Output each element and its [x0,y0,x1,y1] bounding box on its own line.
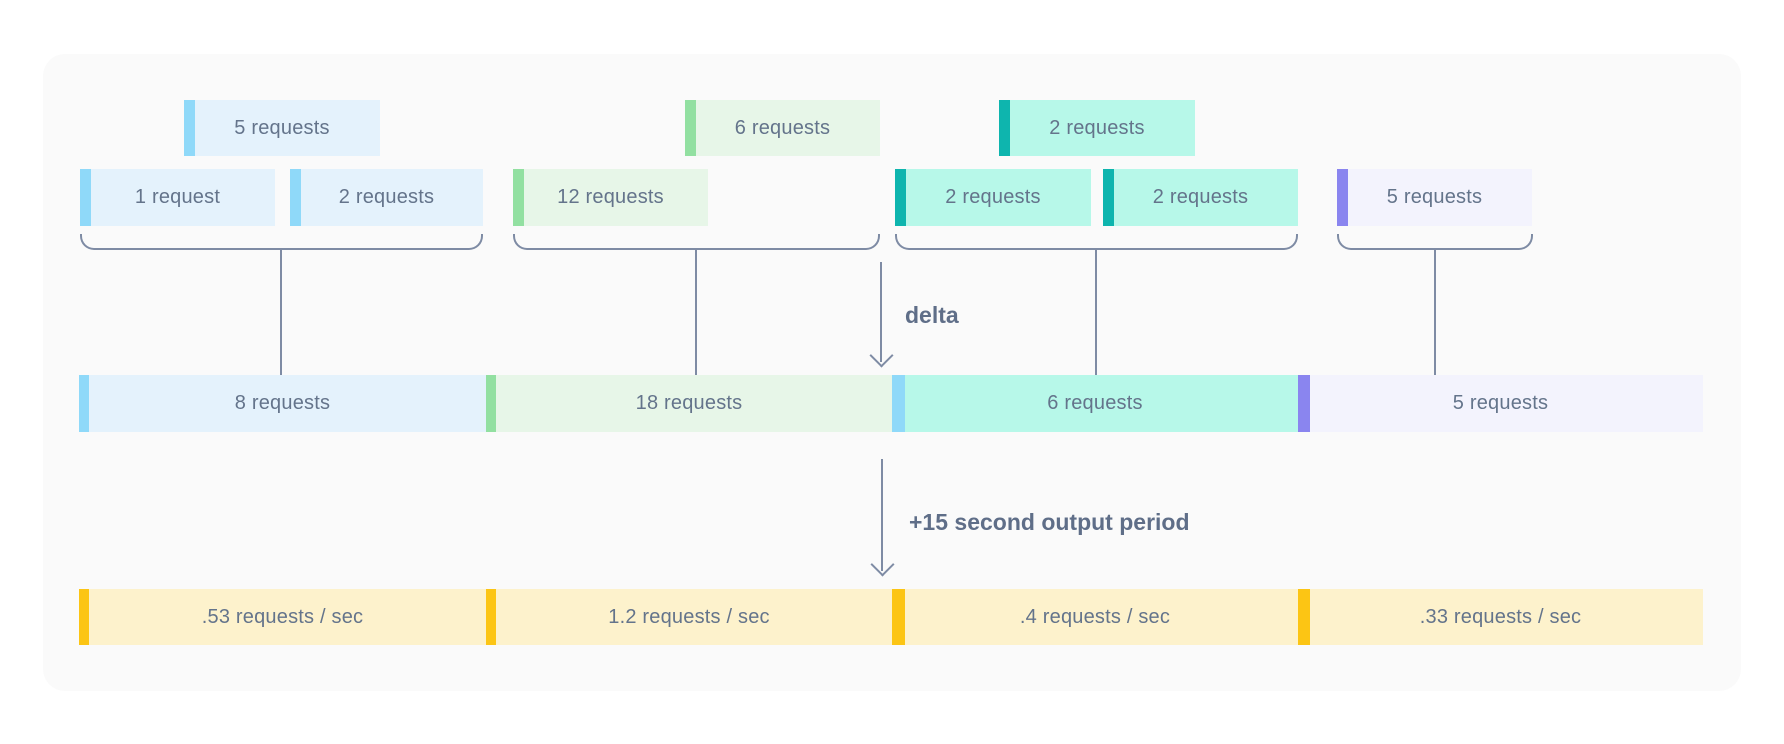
request-block: 2 requests [999,100,1195,156]
request-block: 5 requests [1337,169,1532,226]
block-accent [895,169,906,226]
request-block: 5 requests [184,100,380,156]
group-brace [1337,234,1533,250]
segment-label: 6 requests [1047,392,1143,414]
block-accent [80,169,91,226]
segment-label: .4 requests / sec [1019,605,1171,628]
block-accent [513,169,524,226]
block-label: 2 requests [945,186,1041,208]
block-accent [1103,169,1114,226]
group-brace [80,234,483,250]
segment-label: .53 requests / sec [201,605,364,628]
segment-accent [79,375,89,432]
connector-line [695,250,697,375]
connector-line [1095,250,1097,375]
diagram-card [43,54,1741,691]
segment-accent [892,589,905,645]
block-accent [685,100,696,156]
segment-accent [79,589,89,645]
rate-segment: .4 requests / sec [892,589,1298,645]
block-label: 2 requests [1049,116,1145,139]
segment-label: .33 requests / sec [1419,605,1582,628]
segment-accent [1298,375,1310,432]
segment-label: 5 requests [1452,392,1549,414]
block-accent [999,100,1010,156]
delta-label: delta [905,302,959,328]
request-block: 2 requests [1103,169,1298,226]
segment-accent [486,589,496,645]
bar-segment: 6 requests [892,375,1298,432]
block-label: 1 request [134,186,221,208]
bar-segment: 18 requests [486,375,892,432]
rate-segment: .53 requests / sec [79,589,486,645]
segment-label: 8 requests [234,392,331,414]
group-brace [513,234,880,250]
segment-label: 1.2 requests / sec [608,605,770,628]
bar-segment: 5 requests [1298,375,1703,432]
request-block: 2 requests [895,169,1091,226]
connector-line [280,250,282,375]
block-label: 5 requests [234,116,330,139]
connector-line [1434,250,1436,375]
block-accent [290,169,301,226]
block-accent [184,100,195,156]
request-block: 6 requests [685,100,880,156]
request-block: 1 request [80,169,275,226]
bar-segment: 8 requests [79,375,486,432]
block-label: 5 requests [1386,186,1483,208]
block-label: 12 requests [557,186,664,208]
down-arrow-icon [880,262,882,362]
rate-segment: 1.2 requests / sec [486,589,892,645]
output-period-label: +15 second output period [909,509,1190,535]
block-label: 2 requests [338,186,435,208]
request-block: 2 requests [290,169,483,226]
block-label: 2 requests [1152,186,1249,208]
segment-accent [486,375,496,432]
rate-segment: .33 requests / sec [1298,589,1703,645]
segment-label: 18 requests [635,392,743,414]
down-arrow-icon [881,459,883,571]
block-accent [1337,169,1348,226]
block-label: 6 requests [734,116,831,139]
segment-accent [892,375,905,432]
group-brace [895,234,1298,250]
request-block: 12 requests [513,169,708,226]
segment-accent [1298,589,1310,645]
